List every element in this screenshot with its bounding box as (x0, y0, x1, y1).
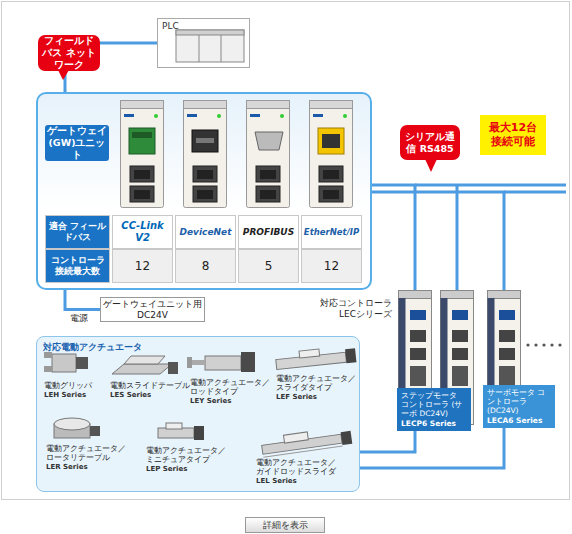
plc-module (176, 30, 244, 62)
controller-label: サーボモータ コントローラ (DC24V)LECA6 Series (483, 385, 555, 428)
continuation-dots (542, 343, 545, 346)
detail-button: 詳細を表示 (245, 517, 325, 533)
controller-text: LECP6 Series (401, 419, 467, 428)
continuation-dots (526, 343, 561, 346)
continuation-dots (550, 343, 553, 346)
table-cell: 5 (238, 249, 299, 283)
fieldbus-logo: EtherNet/IP (301, 215, 362, 249)
series-name: LEF Series (276, 393, 358, 401)
bus-connector (372, 192, 504, 385)
slide-table-illustration (124, 356, 165, 364)
gripper-illustration (44, 366, 52, 372)
series-name: LES Series (110, 391, 190, 399)
gateway-unit (196, 138, 214, 143)
gripper-illustration (76, 357, 88, 369)
gripper-illustration (44, 352, 52, 358)
bus-connector (360, 431, 415, 452)
controller-text: サーボモータ コントローラ (DC24V) (487, 388, 551, 415)
bus-line (415, 185, 566, 300)
gateway-unit (310, 101, 353, 208)
slider-actuator-illustration (299, 349, 320, 358)
rotary-table-illustration (54, 418, 90, 430)
slider-actuator-illustration (345, 348, 356, 363)
plc-module (176, 30, 244, 62)
controller-label: ステップモータ コントローラ (サーボ DC24V)LECP6 Series (397, 388, 471, 431)
bus-line (415, 184, 566, 187)
bus-connector (360, 428, 504, 468)
actuator-name: 電動グリッパ (44, 381, 106, 390)
badge-text: シリアル通信 RS485 (402, 131, 458, 155)
gateway-unit (247, 101, 290, 208)
panel-heading: 対応電動アクチュエータ (43, 341, 142, 354)
table-cell: 8 (175, 249, 236, 283)
actuator-name: 電動スライドテーブル (110, 381, 190, 390)
table-header: コントローラ 接続最大数 (45, 249, 110, 283)
badge-text: 最大12台 接続可能 (482, 121, 544, 149)
badge-pointer (58, 70, 69, 80)
table-cell: 12 (112, 249, 173, 283)
badge-pointer (425, 159, 437, 172)
bus-connector (65, 290, 100, 310)
gateway-unit (318, 128, 344, 154)
gateway-unit (132, 132, 152, 138)
gateway-unit (121, 101, 164, 208)
series-name: LEY Series (190, 397, 272, 405)
callout-badge: 最大12台 接続可能 (480, 115, 546, 155)
bus-line (504, 191, 566, 194)
gateway-unit (322, 134, 340, 148)
series-name: LER Series (46, 463, 128, 471)
rod-actuator-illustration (241, 352, 255, 372)
button-text: 詳細を表示 (263, 519, 308, 532)
actuator-name: 電動アクチュエータ／ ミニチュアタイプ (146, 446, 228, 464)
miniature-actuator-illustration (166, 423, 182, 429)
rotary-table-illustration (90, 426, 100, 436)
continuation-dots (534, 343, 537, 346)
controller-text: LECA6 Series (487, 416, 551, 425)
badge-text: フィールドバス ネットワーク (40, 35, 98, 71)
table-cell: 12 (301, 249, 362, 283)
actuator-name: 電動アクチュエータ／ ロータリテーブル (46, 444, 128, 462)
gateway-unit (184, 101, 227, 208)
bus-line (456, 185, 459, 300)
power-text: ゲートウェイユニット用 DC24V (101, 299, 204, 321)
power-box: ゲートウェイユニット用 DC24V (100, 297, 205, 322)
rod-actuator-illustration (192, 360, 205, 365)
gateway-unit (192, 130, 218, 152)
miniature-actuator-illustration (194, 426, 204, 440)
outer-frame (2, 2, 570, 500)
rod-actuator-illustration (187, 357, 192, 368)
series-name: LEP Series (146, 465, 228, 473)
fieldbus-logo: DeviceNet (175, 215, 236, 249)
series-name: LEL Series (256, 477, 346, 485)
plc-module (176, 30, 244, 35)
gateway-unit (255, 132, 283, 150)
controller-text: ステップモータ コントローラ (サーボ DC24V) (401, 391, 467, 418)
rod-actuator-illustration (205, 356, 241, 370)
callout-badge: フィールドバス ネットワーク (38, 35, 100, 71)
actuator-name: 電動アクチュエータ／ ロッドタイプ (190, 378, 272, 396)
gateway-unit (129, 128, 155, 154)
fieldbus-logo: PROFIBUS (238, 215, 299, 249)
controller-series-label: 対応コントローラ LECシリーズ (312, 298, 392, 320)
gripper-illustration (52, 354, 76, 372)
actuator-name: 電動アクチュエータ／ スライダタイプ (276, 374, 358, 392)
table-header: 適合 フィールドバス (45, 215, 110, 249)
power-label: 電源 (70, 313, 100, 324)
panel-heading: ゲートウェイ (GW)ユニット (45, 125, 109, 161)
continuation-dots (526, 343, 529, 346)
slide-table-illustration (168, 362, 178, 374)
fieldbus-logo: CC-Link V2 (112, 215, 173, 249)
callout-badge: シリアル通信 RS485 (400, 125, 460, 160)
guide-rod-slider-illustration (341, 431, 353, 445)
series-name: LEH Series (44, 391, 106, 399)
actuator-name: 電動アクチュエータ／ ガイドロッドスライダ (256, 458, 346, 476)
continuation-dots (558, 343, 561, 346)
